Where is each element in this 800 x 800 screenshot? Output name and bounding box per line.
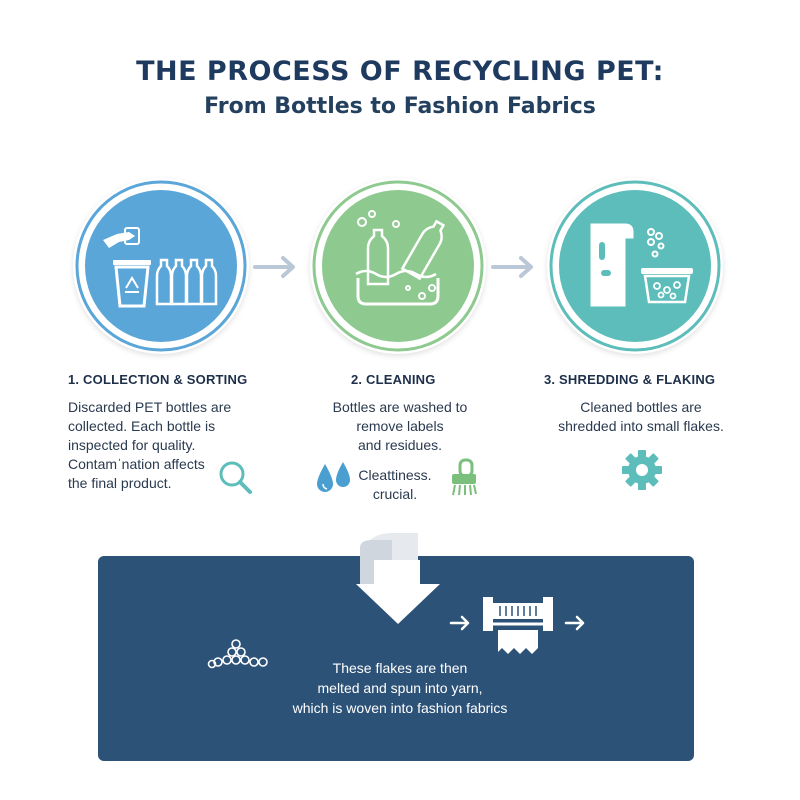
step-1-line: inspected for quality. — [68, 437, 196, 453]
step-2-description: Bottles are washed to remove labels and … — [300, 398, 500, 455]
step-2-note-line: crucial. — [372, 486, 418, 502]
step-3-line: Cleaned bottles are — [580, 399, 702, 415]
step-3-line: shredded into small flakes. — [558, 418, 724, 434]
step-2-circle — [310, 178, 486, 354]
arrow-right-icon — [253, 256, 295, 278]
shredder-icon — [549, 180, 721, 352]
final-line: These flakes are then — [332, 660, 468, 676]
step-1-line: the final product. — [68, 475, 172, 491]
arrow-right-icon — [491, 256, 533, 278]
step-1-line: Contamˈnation affects — [68, 456, 205, 472]
step-2-title: 2. CLEANING — [351, 372, 436, 387]
step-2-line: remove labels — [356, 418, 444, 434]
magnifier-icon — [219, 461, 252, 494]
step-2-line: Bottles are washed to — [332, 399, 468, 415]
step-1-circle — [73, 178, 249, 354]
final-line: melted and spun into yarn, — [317, 680, 483, 696]
page-subtitle: From Bottles to Fashion Fabrics — [204, 94, 596, 119]
bottles-in-water-icon — [312, 180, 484, 352]
scrub-brush-icon — [452, 458, 477, 496]
recycle-bin-bottles-icon — [75, 180, 247, 352]
step-3-title: 3. SHREDDING & FLAKING — [544, 372, 716, 387]
step-1-line: collected. Each bottle is — [68, 418, 216, 434]
gear-icon — [622, 450, 662, 490]
step-3-circle — [547, 178, 723, 354]
final-stage-description: These flakes are then melted and spun in… — [200, 658, 600, 718]
step-2-line: and residues. — [357, 437, 443, 453]
water-drops-icon — [317, 462, 350, 492]
step-1-line: Discarded PET bottles are — [68, 399, 232, 415]
step-1-description: Discarded PET bottles are collected. Eac… — [68, 398, 268, 493]
step-3-description: Cleaned bottles are shredded into small … — [536, 398, 746, 436]
page-title: THE PROCESS OF RECYCLING PET: — [136, 56, 664, 87]
final-line: which is woven into fashion fabrics — [292, 700, 508, 716]
step-2-note: Cleattiness. crucial. — [350, 466, 440, 504]
step-1-title: 1. COLLECTION & SORTING — [68, 372, 248, 387]
step-2-note-line: Cleattiness. — [358, 467, 432, 483]
